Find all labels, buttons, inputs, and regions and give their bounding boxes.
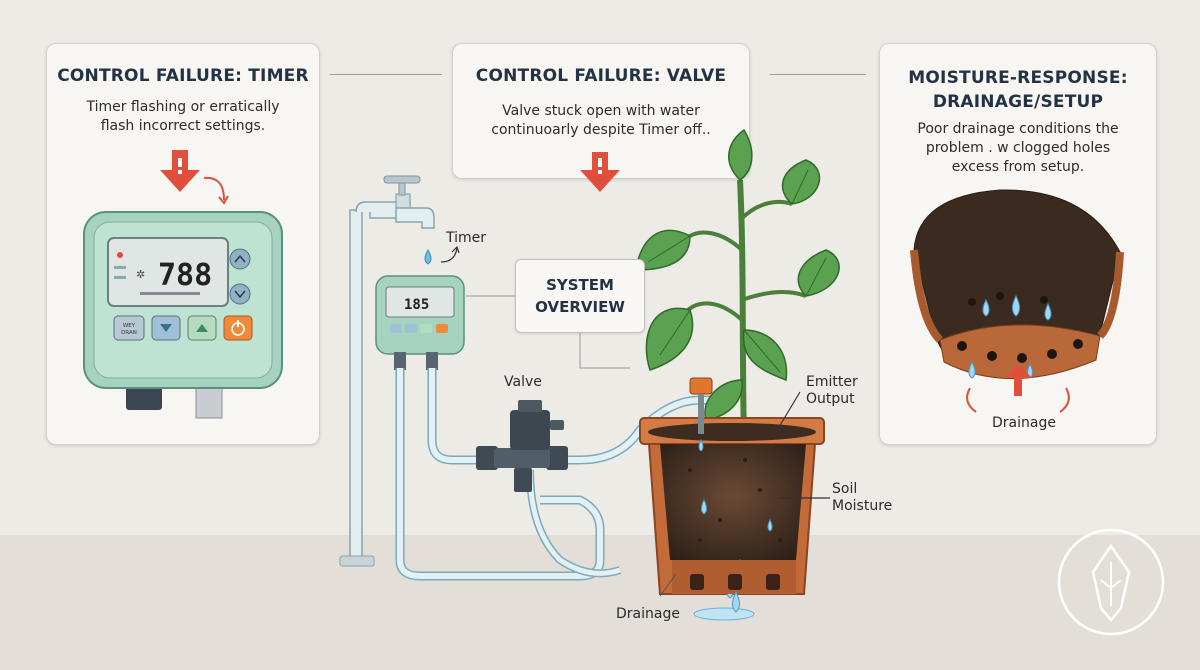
power-button [223,315,253,341]
system-overview-title: SYSTEM [546,276,614,294]
title-line: DRAINAGE/SETUP [932,92,1104,112]
desc-line: flash incorrect settings. [100,118,266,134]
desc-line: Valve stuck open with water [502,103,700,119]
desc-line: continuoarly despite Timer off.. [491,122,711,138]
label-line: Output [806,391,855,407]
title-line: MOISTURE-RESPONSE: [908,68,1128,88]
small-timer-device: 185 [375,275,465,370]
panel-title: CONTROL FAILURE: VALVE [475,66,727,86]
timer-label: Timer [446,230,487,246]
panel-title: CONTROL FAILURE: TIMER [57,66,309,86]
desc-line: Timer flashing or erratically [86,99,280,115]
emitter [689,377,713,452]
panel-desc: Valve stuck open with water continuoarly… [463,102,739,140]
drainage-inset: Drainage [910,189,1124,431]
panel-desc: Poor drainage conditions the problem . w… [890,120,1146,177]
button-label: WEY [123,323,136,329]
menu-button [113,315,145,341]
label-line: Soil [832,481,858,497]
system-overview-title: OVERVIEW [535,298,625,316]
desc-line: Poor drainage conditions the [917,121,1119,137]
pot [639,417,825,621]
plant [635,128,840,439]
gear-icon: ✲ [136,268,145,281]
logo-badge-icon [1057,528,1165,636]
inset-drainage-label: Drainage [992,415,1056,431]
curved-arrow-icon [203,176,225,201]
timer-device: ✲ 788 WEY DRAN [83,211,283,419]
down-button [229,283,251,305]
button-label: DRAN [121,330,137,336]
connector-line [770,74,866,75]
hose [395,368,720,581]
desc-line: excess from setup. [951,159,1085,175]
label-line: Moisture [832,498,893,514]
warning-arrow-icon [160,150,200,192]
warning-arrow-icon [580,152,620,192]
faucet [339,175,435,567]
valve-label: Valve [504,374,542,390]
drainage-label: Drainage [616,606,680,622]
up-arrow-icon [1004,364,1032,396]
timer-display: 788 [158,258,212,293]
panel-title: MOISTURE-RESPONSE: DRAINAGE/SETUP [880,66,1156,114]
system-overview-box: SYSTEM OVERVIEW [515,259,645,333]
desc-line: problem . w clogged holes [925,140,1111,156]
panel-desc: Timer flashing or erratically flash inco… [57,98,309,136]
led-icon [117,252,123,258]
water-drop-icon [424,249,432,265]
label-line: Emitter [806,374,858,390]
valve [476,400,568,492]
emitter-output-label: Emitter Output [806,374,858,408]
small-timer-display: 185 [404,297,429,313]
soil-moisture-label: Soil Moisture [832,481,892,515]
up-button [229,248,251,270]
connector-line [330,74,442,75]
